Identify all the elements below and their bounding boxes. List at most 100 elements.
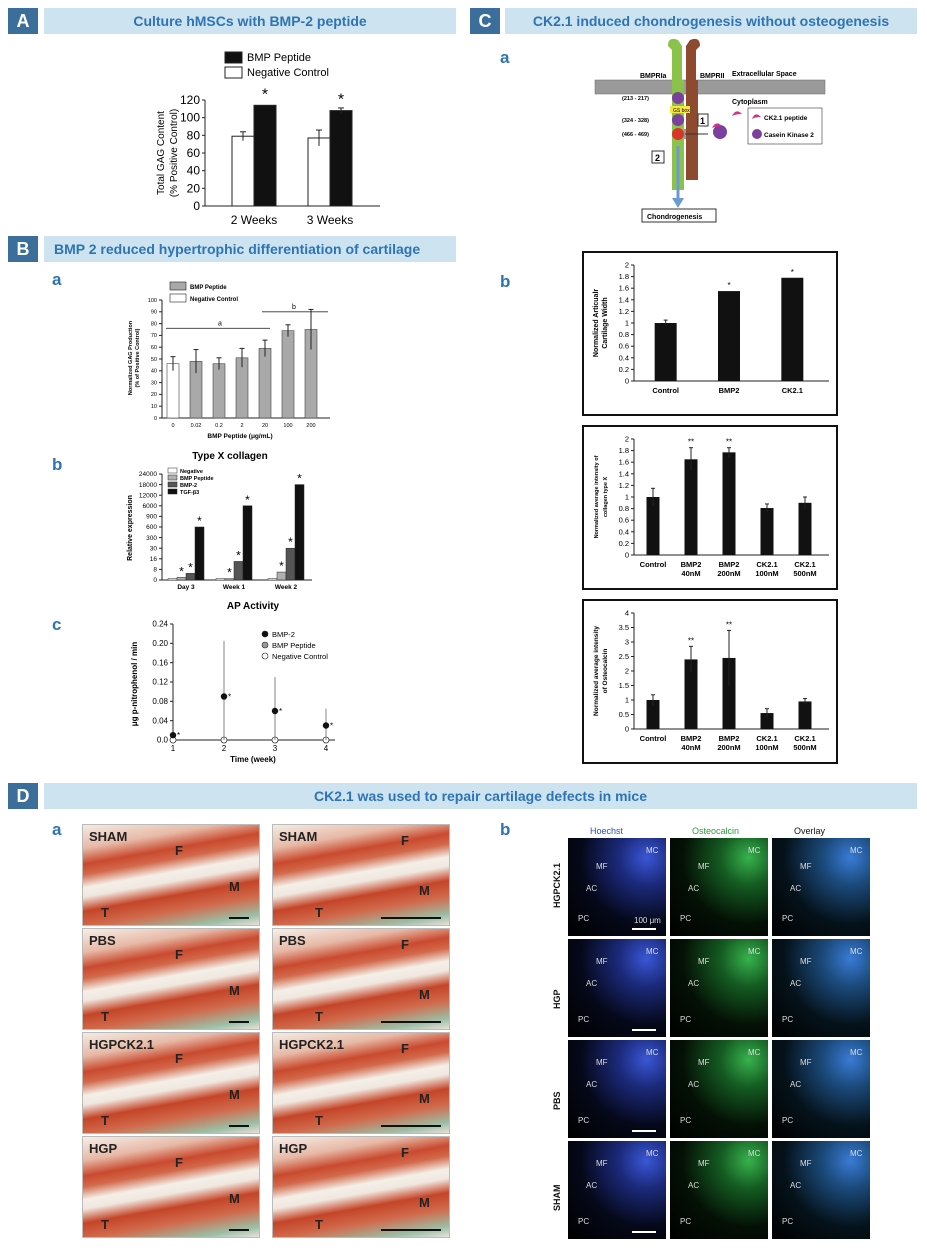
x-tick-label: 500nM bbox=[793, 743, 816, 752]
region-mc-label: MC bbox=[748, 1048, 761, 1057]
legend-label: Negative Control bbox=[190, 297, 238, 303]
y-tick-label: 10 bbox=[151, 404, 157, 410]
y-tick-label: 100 bbox=[148, 298, 157, 304]
y-tick-label: 1.8 bbox=[619, 272, 629, 281]
section-title-d: CK2.1 was used to repair cartilage defec… bbox=[44, 783, 917, 809]
x-tick-label: 2 Weeks bbox=[231, 213, 277, 227]
bar bbox=[294, 484, 305, 581]
x-tick-label: Control bbox=[652, 386, 679, 395]
chart-b-b-collagen-x: Type X collagen0816303006009006000120001… bbox=[127, 451, 312, 591]
legend-label: BMP Peptide bbox=[272, 641, 316, 650]
significance-mark: ** bbox=[688, 636, 694, 645]
step-2-box bbox=[651, 150, 665, 164]
y-axis-title: of Osteocalcin bbox=[602, 649, 609, 694]
x-tick-label: 40nM bbox=[681, 743, 700, 752]
scale-bar bbox=[381, 1229, 441, 1231]
y-tick-label: 40 bbox=[151, 369, 157, 375]
significance-mark: ** bbox=[726, 620, 732, 629]
x-tick-label: 3 Weeks bbox=[307, 213, 353, 227]
y-axis-title: Normalized average intensity of bbox=[594, 455, 600, 538]
legend-swatch bbox=[167, 467, 178, 474]
x-tick-label: 100 bbox=[283, 423, 292, 429]
bar bbox=[285, 547, 296, 581]
significance-mark: * bbox=[262, 86, 268, 103]
significance-mark: * bbox=[279, 707, 282, 716]
region-mc-label: MC bbox=[748, 947, 761, 956]
x-tick-label: 2 bbox=[240, 423, 243, 429]
y-tick-label: 24000 bbox=[139, 471, 157, 478]
y-tick-label: 2 bbox=[625, 667, 629, 676]
data-point bbox=[220, 693, 228, 700]
legend-label: BMP-2 bbox=[180, 483, 197, 489]
peptide-shape bbox=[712, 123, 722, 128]
legend-swatch bbox=[167, 474, 178, 481]
tibia-mark: T bbox=[101, 1009, 109, 1024]
cell-membrane bbox=[594, 79, 826, 95]
y-tick-label: 6000 bbox=[143, 503, 158, 510]
y-axis-title: Normalized Articualr bbox=[593, 289, 600, 357]
y-tick-label: 0.4 bbox=[619, 353, 629, 362]
y-tick-label: 1.8 bbox=[619, 446, 629, 455]
bar bbox=[760, 713, 774, 729]
region-ac-label: AC bbox=[790, 884, 802, 893]
y-tick-label: 1.2 bbox=[619, 307, 629, 316]
fluorescence-column-label: Hoechst bbox=[590, 826, 624, 836]
y-tick-label: 0.04 bbox=[152, 716, 168, 725]
signal-arrowhead bbox=[672, 198, 684, 208]
significance-mark: * bbox=[179, 564, 184, 578]
fluorescence-row-label: HGPCK2.1 bbox=[552, 862, 562, 908]
y-tick-label: 0.2 bbox=[619, 539, 629, 548]
legend-label: TGF-β3 bbox=[180, 490, 199, 496]
sublabel-b-b: b bbox=[52, 455, 63, 474]
legend-label: BMP Peptide bbox=[247, 52, 311, 64]
tibia-mark: T bbox=[101, 1217, 109, 1232]
y-tick-label: 100 bbox=[180, 111, 200, 125]
step-1: 1 bbox=[700, 116, 705, 126]
significance-mark: * bbox=[330, 722, 333, 731]
bar bbox=[231, 135, 255, 207]
x-tick-label: Week 1 bbox=[223, 584, 246, 591]
y-tick-label: 90 bbox=[151, 310, 157, 316]
x-tick-label: BMP2 bbox=[681, 560, 702, 569]
bar bbox=[760, 508, 774, 555]
meniscus-mark: M bbox=[419, 1195, 430, 1210]
region-ac-label: AC bbox=[790, 1080, 802, 1089]
histology-row-label: SHAM bbox=[279, 829, 318, 844]
region-mf-label: MF bbox=[698, 1159, 710, 1168]
x-tick-label: CK2.1 bbox=[794, 734, 815, 743]
region-ac-label: AC bbox=[586, 979, 598, 988]
x-tick-label: 20 bbox=[262, 423, 268, 429]
kinase-blob bbox=[713, 125, 727, 139]
legend-swatch bbox=[224, 51, 243, 64]
x-tick-label: BMP2 bbox=[719, 734, 740, 743]
scale-bar bbox=[229, 1229, 249, 1231]
sublabel-c-b: b bbox=[500, 272, 511, 291]
label-bmprii: BMPRII bbox=[700, 73, 725, 80]
fluorescence-column-label: Osteocalcin bbox=[692, 826, 740, 836]
outcome-box bbox=[641, 208, 717, 223]
region-pc-label: PC bbox=[680, 1116, 692, 1125]
sublabel-d-a: a bbox=[52, 820, 62, 839]
region-ac-label: AC bbox=[790, 979, 802, 988]
legend-label: BMP Peptide bbox=[180, 476, 214, 482]
tibia-mark: T bbox=[315, 1217, 323, 1232]
x-tick-label: 3 bbox=[273, 744, 278, 753]
fluorescence-column-label: Overlay bbox=[794, 826, 826, 836]
histology-row-label: HGP bbox=[279, 1141, 308, 1156]
region-ac-label: AC bbox=[688, 1181, 700, 1190]
bar bbox=[722, 657, 736, 729]
y-tick-label: 0.0 bbox=[157, 736, 169, 745]
scale-bar bbox=[229, 917, 249, 919]
x-tick-label: CK2.1 bbox=[756, 734, 777, 743]
y-tick-label: 20 bbox=[151, 392, 157, 398]
femur-mark: F bbox=[401, 1041, 409, 1056]
significance-mark: * bbox=[188, 560, 193, 574]
legend-label: Negative Control bbox=[272, 652, 328, 661]
region-mf-label: MF bbox=[698, 957, 710, 966]
